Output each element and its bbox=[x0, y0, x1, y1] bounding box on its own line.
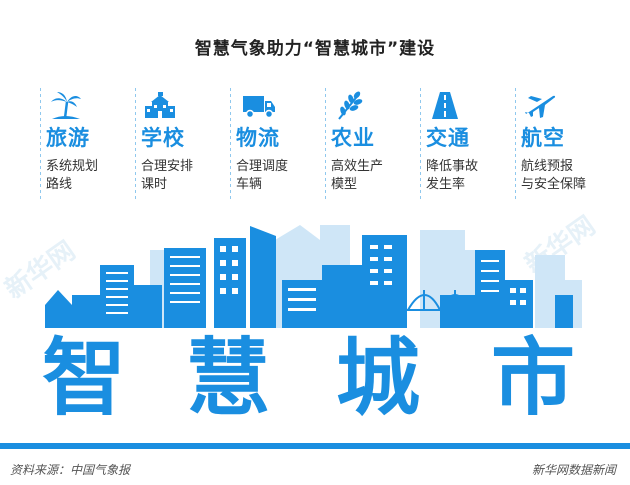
truck-icon bbox=[243, 96, 275, 119]
divider bbox=[230, 88, 231, 200]
category-name: 农业 bbox=[331, 126, 375, 150]
divider bbox=[325, 88, 326, 200]
category-desc: 降低事故 发生率 bbox=[426, 159, 479, 192]
wheat-icon bbox=[338, 91, 363, 120]
category-name: 物流 bbox=[236, 126, 280, 150]
category-school: 学校 合理安排 课时 bbox=[135, 88, 230, 206]
brand-note: 新华网数据新闻 bbox=[531, 463, 616, 477]
big-char: 城 bbox=[336, 329, 421, 427]
category-desc: 高效生产 模型 bbox=[331, 159, 384, 192]
big-char: 慧 bbox=[186, 329, 271, 427]
category-name: 学校 bbox=[141, 126, 185, 150]
palm-tree-icon bbox=[51, 92, 81, 119]
category-logistics: 物流 合理调度 车辆 bbox=[230, 88, 325, 206]
city-skyline bbox=[40, 225, 590, 335]
airplane-icon bbox=[525, 95, 556, 118]
source-note: 资料来源：中国气象报 bbox=[10, 463, 131, 477]
footer-rule bbox=[0, 443, 630, 449]
divider bbox=[515, 88, 516, 200]
big-char: 市 bbox=[491, 329, 576, 427]
divider bbox=[420, 88, 421, 200]
road-icon bbox=[432, 92, 458, 119]
smart-city-big-title: 智 慧 城 市 bbox=[36, 328, 596, 428]
category-aviation: 航空 航线预报 与安全保障 bbox=[515, 88, 610, 206]
category-name: 交通 bbox=[426, 126, 470, 150]
big-char: 智 bbox=[42, 329, 127, 427]
category-columns: 旅游 系统规划 路线 学校 合理安排 课时 bbox=[40, 88, 610, 208]
category-tourism: 旅游 系统规划 路线 bbox=[40, 88, 135, 206]
divider bbox=[40, 88, 41, 200]
category-desc: 航线预报 与安全保障 bbox=[521, 159, 587, 192]
category-desc: 合理安排 课时 bbox=[141, 159, 194, 192]
school-icon bbox=[145, 92, 175, 118]
divider bbox=[135, 88, 136, 200]
category-name: 旅游 bbox=[46, 126, 90, 150]
category-traffic: 交通 降低事故 发生率 bbox=[420, 88, 515, 206]
category-desc: 合理调度 车辆 bbox=[236, 159, 289, 192]
category-agriculture: 农业 高效生产 模型 bbox=[325, 88, 420, 206]
page-title: 智慧气象助力“智慧城市”建设 bbox=[194, 39, 436, 59]
category-name: 航空 bbox=[521, 126, 565, 150]
category-desc: 系统规划 路线 bbox=[46, 159, 99, 192]
